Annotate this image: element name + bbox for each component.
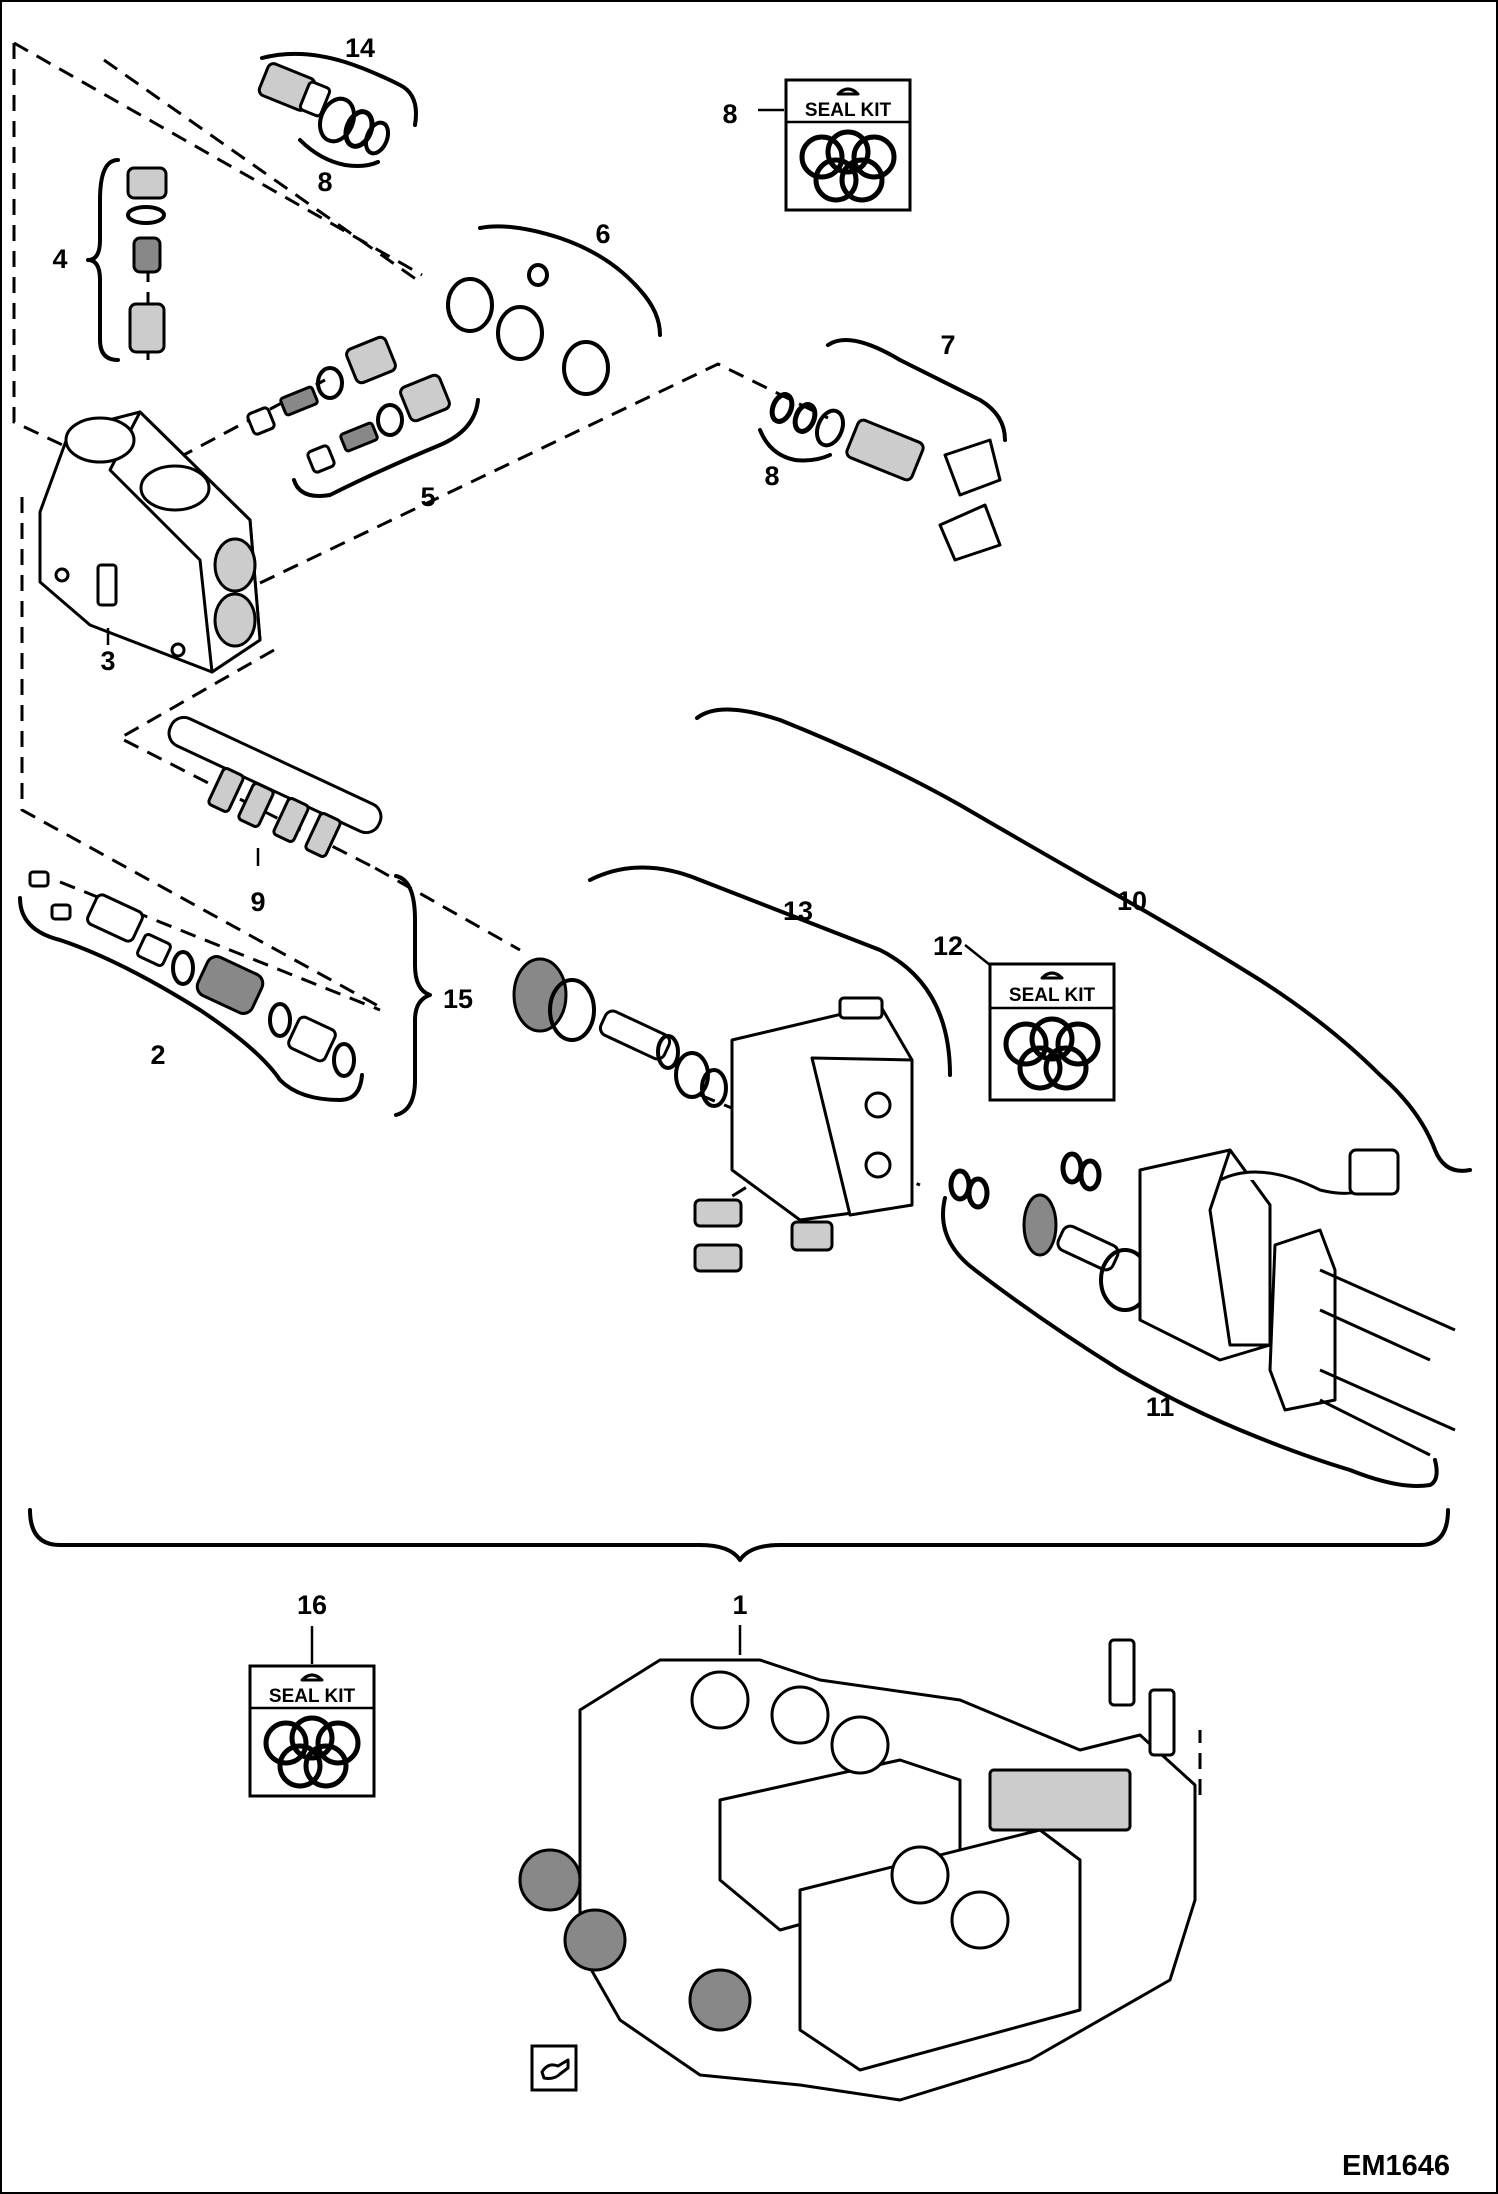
- callout-11: 11: [1146, 1392, 1175, 1422]
- callout-8-kit: 8: [722, 99, 737, 129]
- part-5-load-check: [246, 335, 451, 474]
- seal-kit-8: SEAL KIT: [784, 78, 912, 212]
- seal-kit-12-label: SEAL KIT: [1009, 985, 1096, 1006]
- callout-8-mid: 8: [764, 461, 779, 491]
- part-7-detent: [769, 392, 1002, 562]
- hand-tool-icon: [530, 2044, 578, 2092]
- brace-10: [695, 707, 1472, 1173]
- callout-7: 7: [940, 330, 955, 360]
- seal-kit-8-label: SEAL KIT: [805, 100, 892, 121]
- brace-1: [28, 1508, 1450, 1562]
- callout-2: 2: [150, 1040, 165, 1070]
- part-4-relief-valve: [126, 166, 168, 354]
- brace-7: [826, 338, 1007, 442]
- seal-kit-16: SEAL KIT: [248, 1664, 376, 1798]
- brace-8-top: [298, 138, 380, 168]
- brace-11: [941, 1196, 1439, 1488]
- brace-13: [588, 865, 952, 1077]
- figure-id: EM1646: [1342, 2150, 1450, 2182]
- callout-12: 12: [933, 931, 963, 961]
- part-14-plug: [257, 62, 391, 156]
- callout-13: 13: [783, 896, 813, 926]
- callout-1: 1: [732, 1590, 747, 1620]
- brace-6: [478, 224, 662, 337]
- callout-15: 15: [443, 984, 473, 1014]
- callout-4: 4: [52, 244, 67, 274]
- brace-5: [292, 398, 480, 498]
- brace-15: [394, 874, 432, 1117]
- callout-10: 10: [1117, 886, 1147, 916]
- callout-16: 16: [297, 1590, 327, 1620]
- callout-14: 14: [345, 33, 375, 63]
- part-9-spool: [167, 715, 383, 858]
- leader-12: [964, 944, 991, 966]
- brace-4: [86, 158, 120, 362]
- callout-6: 6: [595, 219, 610, 249]
- brace-2: [18, 896, 364, 1102]
- part-1-valve-assembly: [518, 1638, 1197, 2102]
- part-11-actuator: [948, 1148, 1456, 1457]
- part-2-centering-kit: [28, 870, 356, 1078]
- callout-5: 5: [420, 482, 435, 512]
- part-6-orings: [446, 263, 610, 396]
- callout-8-top: 8: [317, 167, 332, 197]
- callout-9: 9: [250, 887, 265, 917]
- seal-kit-16-label: SEAL KIT: [269, 1686, 356, 1707]
- brace-14: [260, 51, 418, 127]
- seal-kit-12: SEAL KIT: [988, 962, 1116, 1102]
- callout-3: 3: [100, 646, 115, 676]
- part-13-spool-end: [512, 957, 914, 1273]
- brace-8-mid: [758, 428, 832, 463]
- part-3-valve-section: [38, 410, 262, 674]
